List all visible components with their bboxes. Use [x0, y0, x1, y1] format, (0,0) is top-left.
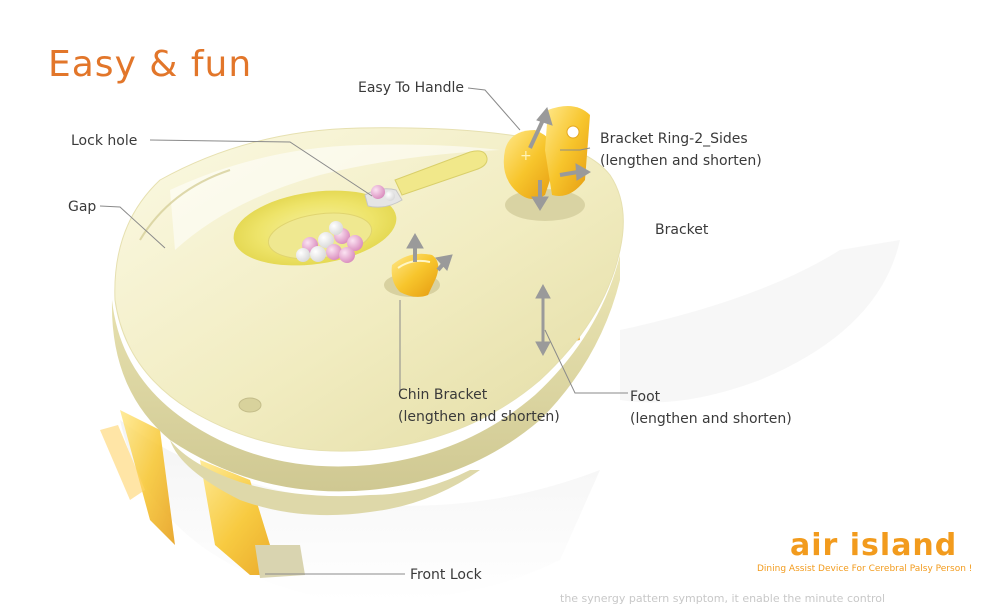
spoon-handle: [364, 150, 488, 208]
label-bracket: Bracket: [655, 222, 709, 238]
front-lock-hole: [238, 397, 262, 413]
brand-logo: air island: [790, 528, 958, 563]
label-bracket-ring-line2: (lengthen and shorten): [600, 153, 762, 169]
label-foot: Foot (lengthen and shorten): [630, 386, 792, 430]
leader-lines: [99, 87, 628, 575]
label-bracket-ring-line1: Bracket Ring-2_Sides: [600, 131, 748, 147]
label-bracket-ring: Bracket Ring-2_Sides (lengthen and short…: [600, 128, 762, 172]
label-front-lock: Front Lock: [410, 567, 482, 583]
tray-bottom-rim: [170, 440, 480, 516]
label-easy-to-handle: Easy To Handle: [358, 80, 465, 96]
front-lock-legs: [100, 410, 305, 578]
background-reflection: [620, 240, 900, 403]
brand-tagline: Dining Assist Device For Cerebral Palsy …: [757, 564, 973, 574]
tray-highlight: [170, 144, 500, 250]
gap-groove: [139, 169, 231, 241]
label-gap: Gap: [68, 199, 97, 215]
label-foot-line1: Foot: [630, 389, 661, 405]
label-chin-bracket-line2: (lengthen and shorten): [398, 409, 560, 425]
label-chin-bracket: Chin Bracket (lengthen and shorten): [398, 384, 560, 428]
label-foot-line2: (lengthen and shorten): [630, 411, 792, 427]
footer-text: the synergy pattern symptom, it enable t…: [560, 592, 886, 605]
adjust-arrows: [406, 106, 591, 357]
label-lock-hole: Lock hole: [71, 133, 138, 149]
beads: [296, 221, 363, 263]
label-chin-bracket-line1: Chin Bracket: [398, 387, 488, 403]
svg-text:+: +: [520, 148, 532, 164]
tray-side: [111, 255, 620, 492]
tray-top: [114, 127, 624, 452]
page-title: Easy & fun: [48, 44, 253, 85]
